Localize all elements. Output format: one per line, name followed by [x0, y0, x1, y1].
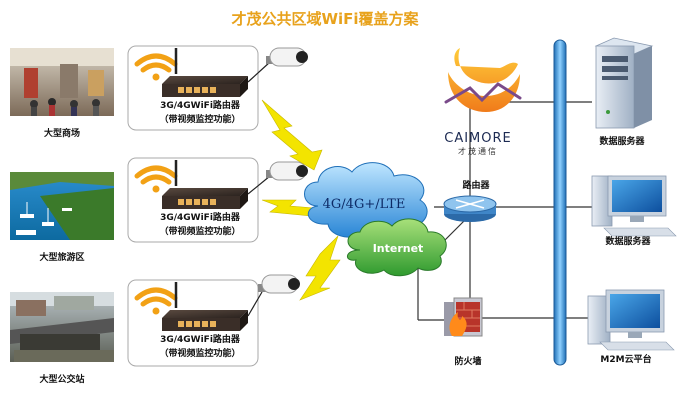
router-device-3: [162, 282, 248, 331]
diagram-title: 才茂公共区域WiFi覆盖方案: [231, 10, 419, 28]
router-sublabel-2: （带视频监控功能）: [159, 225, 240, 237]
camera-icon: [266, 47, 308, 67]
site-mall: 大型商场 3G/4GWiFi路由器 （带视频监控功能）: [10, 45, 308, 139]
site-tourist: 大型旅游区 3G/4GWiFi路由器 （带视频监控功能）: [10, 157, 308, 263]
internet-cloud-label: Internet: [373, 242, 424, 255]
moon-logo-icon: [448, 48, 520, 112]
wifi-icon: [134, 53, 178, 81]
firewall: 防火墙: [444, 297, 483, 367]
caimore-logo: CAIMORE 才茂通信: [444, 48, 522, 156]
mall-photo: [10, 48, 114, 116]
router-device-1: [162, 48, 248, 97]
router-label-2: 3G/4GWiFi路由器: [160, 211, 241, 223]
cellular-cloud: 4G/4G+/LTE: [304, 162, 428, 238]
m2m-cloud-platform: M2M云平台: [587, 289, 675, 365]
bus-station-photo: [10, 292, 114, 362]
core-router-label: 路由器: [462, 179, 490, 191]
router-sublabel-1: （带视频监控功能）: [159, 113, 240, 125]
tourist-photo: [10, 172, 114, 240]
router-sublabel-3: （带视频监控功能）: [159, 347, 240, 359]
cellular-cloud-label: 4G/4G+/LTE: [323, 197, 406, 212]
data-server-2: 数据服务器: [591, 175, 677, 247]
site-label-bus-station: 大型公交站: [39, 373, 84, 385]
site-bus-station: 大型公交站 3G/4GWiFi路由器 （带视频监控功能）: [10, 274, 300, 385]
brand-name: CAIMORE: [444, 131, 512, 146]
site-label-tourist: 大型旅游区: [39, 251, 84, 263]
router-label-3: 3G/4GWiFi路由器: [160, 333, 241, 345]
server-label-3: M2M云平台: [600, 353, 651, 365]
wifi-icon: [134, 165, 178, 193]
camera-icon: [258, 274, 300, 294]
router-label-1: 3G/4GWiFi路由器: [160, 99, 241, 111]
site-label-mall: 大型商场: [44, 127, 80, 139]
server-label-1: 数据服务器: [599, 135, 645, 147]
core-router: 路由器: [443, 179, 497, 222]
lightning-bolt-icon: [299, 235, 341, 301]
server-label-2: 数据服务器: [605, 235, 651, 247]
router-arrows-icon: [455, 199, 485, 209]
lightning-bolt-icon: [261, 199, 315, 217]
internet-cloud: Internet: [347, 218, 447, 277]
brand-chinese-name: 才茂通信: [458, 146, 498, 156]
camera-icon: [266, 161, 308, 181]
data-server-1: 数据服务器: [594, 37, 654, 147]
wifi-icon: [134, 287, 178, 315]
lightning-bolt-icon: [261, 99, 323, 171]
flame-icon: [449, 312, 467, 336]
router-device-2: [162, 160, 248, 209]
wireless-link-bolts: [261, 99, 341, 301]
backbone-bus: [553, 39, 567, 366]
firewall-label: 防火墙: [454, 355, 481, 367]
